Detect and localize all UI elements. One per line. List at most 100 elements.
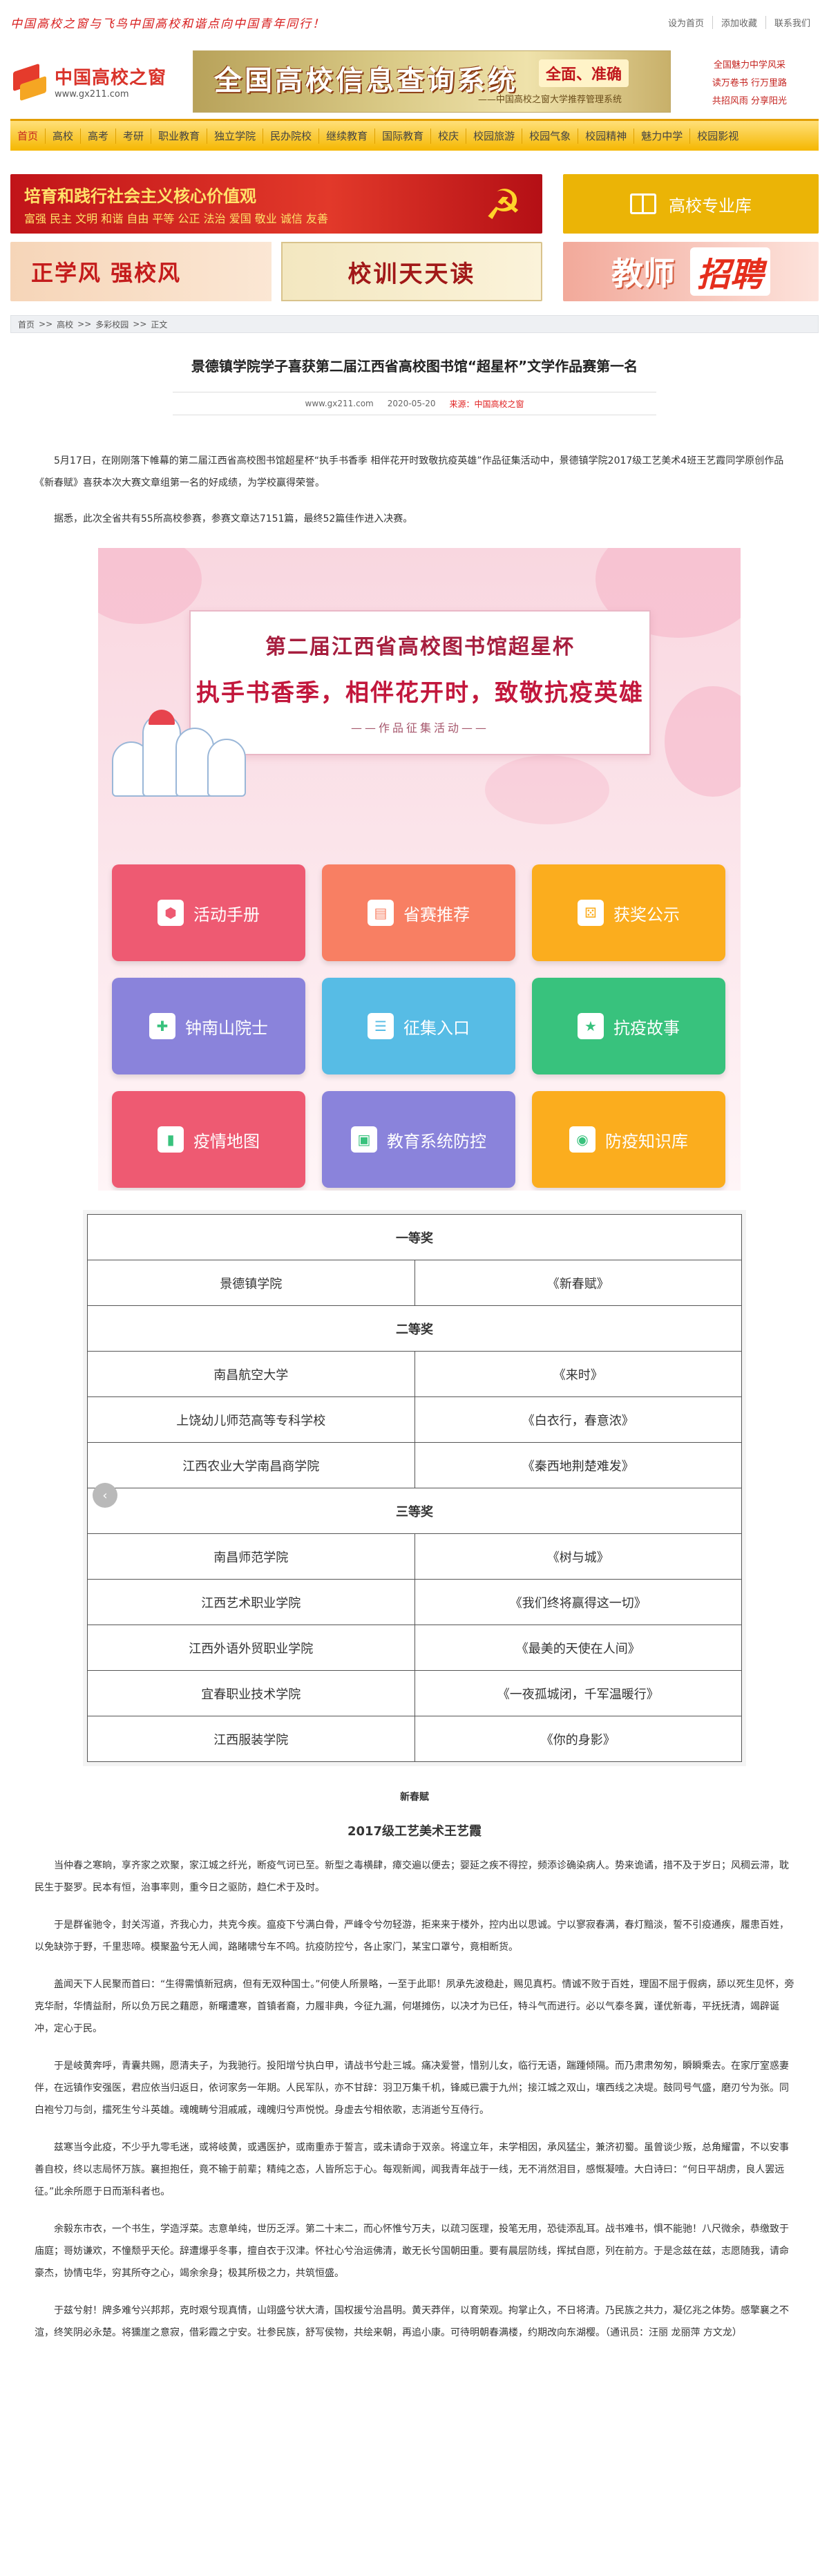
poem-paragraph: 于是群雀驰令，封关泻道，齐我心力，共克今疾。瘟疫下兮满白骨，严峰令兮勿轻游，拒来… bbox=[35, 1920, 789, 1953]
recruit-label: 招聘 bbox=[689, 247, 770, 296]
article-title: 景德镇学院学子喜获第二届江西省高校图书馆“超星杯”文学作品赛第一名 bbox=[191, 358, 638, 375]
tile-label: 抗疫故事 bbox=[613, 1018, 680, 1038]
work-cell: 《一夜孤城闭，千军温暖行》 bbox=[414, 1670, 742, 1716]
poem-author: 2017级工艺美术王艺霞 bbox=[347, 1824, 482, 1839]
nav-item-middle-school[interactable]: 魅力中学 bbox=[634, 128, 691, 144]
article: 景德镇学院学子喜获第二届江西省高校图书馆“超星杯”文学作品赛第一名 www.gx… bbox=[35, 355, 794, 2344]
star-icon: ★ bbox=[578, 1013, 604, 1039]
school-cell: 江西服装学院 bbox=[87, 1716, 415, 1762]
nav-item-continuing[interactable]: 继续教育 bbox=[319, 128, 376, 144]
work-cell: 《新春赋》 bbox=[414, 1260, 742, 1306]
tile-epidemic-map[interactable]: ▮ 疫情地图 bbox=[112, 1091, 305, 1188]
main-nav: 首页 高校 高考 考研 职业教育 独立学院 民办院校 继续教育 国际教育 校庆 … bbox=[10, 119, 819, 151]
school-cell: 上饶幼儿师范高等专科学校 bbox=[87, 1396, 415, 1443]
banner-subtitle: ——中国高校之窗大学推荐管理系统 bbox=[477, 95, 622, 105]
nav-item-campus-weather[interactable]: 校园气象 bbox=[522, 128, 579, 144]
tile-anti-epidemic-stories[interactable]: ★ 抗疫故事 bbox=[532, 978, 725, 1074]
add-favorite-link[interactable]: 添加收藏 bbox=[712, 15, 765, 29]
book-icon: ▤ bbox=[368, 900, 394, 926]
table-row: 江西外语外贸职业学院《最美的天使在人间》 bbox=[87, 1625, 742, 1671]
school-motto-banner[interactable]: 校训天天读 bbox=[281, 242, 542, 301]
poem-paragraph: 当仲春之寒晌，享齐家之欢聚，家江城之纤光，断疫气诃已至。新型之毒横肆，瘴交遍以便… bbox=[35, 1860, 789, 1893]
header-link-middle-school[interactable]: 全国魅力中学风采 bbox=[713, 59, 785, 70]
nav-item-kaoyan[interactable]: 考研 bbox=[116, 128, 152, 144]
nav-item-vocational[interactable]: 职业教育 bbox=[151, 128, 208, 144]
teacher-label: 教师 bbox=[611, 255, 675, 292]
poster-line-1: 第二届江西省高校图书馆超星杯 bbox=[265, 635, 575, 659]
top-links: 设为首页 添加收藏 联系我们 bbox=[660, 15, 819, 29]
article-site: www.gx211.com bbox=[305, 399, 374, 408]
article-date: 2020-05-20 bbox=[387, 399, 436, 408]
nav-item-colleges[interactable]: 高校 bbox=[46, 128, 82, 144]
banner-slogan: 全面、准确 bbox=[538, 59, 629, 87]
nav-item-private[interactable]: 民办院校 bbox=[263, 128, 320, 144]
poem-paragraph: 于兹兮射！牌多难兮兴邦邦，克时艰兮现真情，山翊盛兮状大清，国权援兮治昌明。黄天莽… bbox=[35, 2305, 789, 2338]
tile-label: 防疫知识库 bbox=[605, 1131, 688, 1151]
school-cell: 江西外语外贸职业学院 bbox=[87, 1625, 415, 1671]
work-cell: 《秦西地荆楚难发》 bbox=[414, 1442, 742, 1488]
tile-zhong-nanshan[interactable]: ✚钟南山院士 bbox=[112, 978, 305, 1074]
major-library-banner[interactable]: 高校专业库 bbox=[563, 174, 819, 234]
book-icon bbox=[630, 193, 656, 214]
header-link-travel[interactable]: 读万卷书 行万里路 bbox=[712, 77, 788, 88]
poem-section: 新春赋 2017级工艺美术王艺霞 当仲春之寒晌，享齐家之欢聚，家江城之纤光，断疫… bbox=[35, 1790, 794, 2344]
shield-icon: ◉ bbox=[569, 1126, 595, 1153]
table-row: 江西艺术职业学院《我们终将赢得这一切》 bbox=[87, 1579, 742, 1625]
tile-label: 获奖公示 bbox=[613, 905, 680, 925]
tile-knowledge-base[interactable]: ◉ 防疫知识库 bbox=[532, 1091, 725, 1188]
header-side-links: 全国魅力中学风采 读万卷书 行万里路 共招风雨 分享阳光 bbox=[680, 57, 819, 106]
work-cell: 《最美的天使在人间》 bbox=[414, 1625, 742, 1671]
nav-item-campus-spirit[interactable]: 校园精神 bbox=[578, 128, 635, 144]
bookmark-icon: ▮ bbox=[158, 1126, 184, 1153]
core-values-list: 富强 民主 文明 和谐 自由 平等 公正 法治 爱国 敬业 诚信 友善 bbox=[24, 211, 328, 225]
nav-item-anniversary[interactable]: 校庆 bbox=[431, 128, 467, 144]
work-cell: 《树与城》 bbox=[414, 1533, 742, 1580]
nav-item-campus-video[interactable]: 校园影视 bbox=[697, 129, 739, 142]
tile-label: 活动手册 bbox=[193, 905, 260, 925]
tile-award-announcement[interactable]: ⚄ 获奖公示 bbox=[532, 864, 725, 961]
set-homepage-link[interactable]: 设为首页 bbox=[667, 18, 704, 29]
breadcrumb-home[interactable]: 首页 bbox=[18, 319, 35, 330]
table-row: 宜春职业技术学院《一夜孤城闭，千军温暖行》 bbox=[87, 1670, 742, 1716]
study-style-banner[interactable]: 正学风 强校风 bbox=[10, 242, 271, 301]
tile-provincial-recommend[interactable]: ▤省赛推荐 bbox=[322, 864, 515, 961]
breadcrumb-colleges[interactable]: 高校 bbox=[57, 319, 74, 330]
dice-icon: ⚄ bbox=[578, 900, 604, 926]
nav-item-international[interactable]: 国际教育 bbox=[375, 128, 432, 144]
school-cell: 南昌师范学院 bbox=[87, 1533, 415, 1580]
site-logo[interactable]: 中国高校之窗 www.gx211.com bbox=[10, 57, 183, 106]
tile-activity-handbook[interactable]: ⬢活动手册 bbox=[112, 864, 305, 961]
work-cell: 《来时》 bbox=[414, 1351, 742, 1397]
top-bar: 中国高校之窗与飞鸟中国高校和谐点向中国青年同行！ 设为首页 添加收藏 联系我们 bbox=[10, 0, 819, 44]
article-source: 来源：中国高校之窗 bbox=[449, 399, 524, 409]
poster-menu-grid: ⬢活动手册 ▤省赛推荐 ⚄ 获奖公示 ✚钟南山院士 ☰征集入口 ★ 抗疫故事 ▮ 疫情… bbox=[112, 864, 727, 1188]
nav-item-gaokao[interactable]: 高考 bbox=[81, 128, 117, 144]
core-values-banner[interactable]: 培育和践行社会主义核心价值观 富强 民主 文明 和谐 自由 平等 公正 法治 爱… bbox=[10, 174, 542, 234]
school-cell: 景德镇学院 bbox=[87, 1260, 415, 1306]
tile-education-prevention[interactable]: ▣教育系统防控 bbox=[322, 1091, 515, 1188]
article-paragraph: 5月17日，在刚刚落下帷幕的第二届江西省高校图书馆超星杯“执手书香季 相伴花开时… bbox=[35, 455, 784, 489]
third-prize-header: 三等奖 bbox=[87, 1488, 742, 1534]
breadcrumb-campus[interactable]: 多彩校园 bbox=[95, 319, 129, 330]
poem-paragraph: 盖闻天下人民聚而首曰：“生得需慎新冠病，但有无双种国士。”何使人所景略，一至于此… bbox=[35, 1979, 794, 2034]
tile-submission-entry[interactable]: ☰征集入口 bbox=[322, 978, 515, 1074]
teacher-recruit-banner[interactable]: 教师 招聘 bbox=[563, 242, 819, 301]
breadcrumb: 首页 >> 高校 >> 多彩校园 >> 正文 bbox=[10, 315, 819, 333]
table-row: 南昌师范学院《树与城》 bbox=[87, 1533, 742, 1580]
awards-table-image: 一等奖 景德镇学院《新春赋》 二等奖 南昌航空大学《来时》 上饶幼儿师范高等专科… bbox=[83, 1210, 746, 1766]
nav-item-independent[interactable]: 独立学院 bbox=[207, 128, 264, 144]
tile-label: 疫情地图 bbox=[193, 1131, 260, 1151]
plus-icon: ✚ bbox=[149, 1013, 175, 1039]
nav-item-campus-travel[interactable]: 校园旅游 bbox=[466, 128, 523, 144]
header-link-share[interactable]: 共招风雨 分享阳光 bbox=[712, 95, 788, 106]
contact-us-link[interactable]: 联系我们 bbox=[765, 15, 819, 29]
nav-item-home[interactable]: 首页 bbox=[10, 128, 46, 144]
breadcrumb-separator: >> bbox=[39, 319, 53, 329]
header-banner[interactable]: 全国高校信息查询系统 全面、准确 ——中国高校之窗大学推荐管理系统 bbox=[193, 50, 671, 113]
tile-label: 教育系统防控 bbox=[387, 1131, 486, 1151]
poem-title: 新春赋 bbox=[400, 1792, 429, 1803]
second-prize-header: 二等奖 bbox=[87, 1305, 742, 1352]
poster-line-2: 执手书香季，相伴花开时，致敬抗疫英雄 bbox=[196, 679, 644, 707]
medical-staff-illustration bbox=[112, 693, 250, 797]
prev-arrow-icon[interactable]: ‹ bbox=[93, 1483, 117, 1508]
